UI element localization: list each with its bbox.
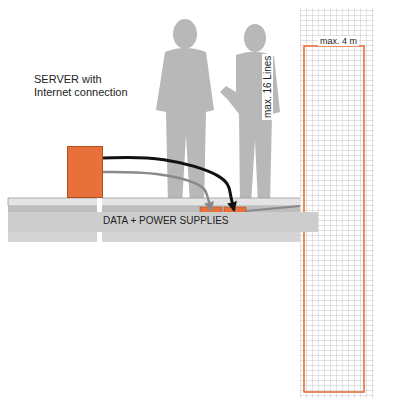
dimension-lines: max. 16 Lines [262, 54, 273, 120]
server-box: SERVER with Internet connection [67, 146, 103, 198]
supply-band: DATA + POWER SUPPLIES [8, 212, 318, 232]
arrow-connector [103, 157, 234, 210]
server-label: SERVER with Internet connection [34, 73, 138, 98]
band-label: DATA + POWER SUPPLIES [103, 215, 303, 227]
dimension-width: max. 4 m [318, 36, 359, 46]
arrow-connector [103, 172, 211, 210]
